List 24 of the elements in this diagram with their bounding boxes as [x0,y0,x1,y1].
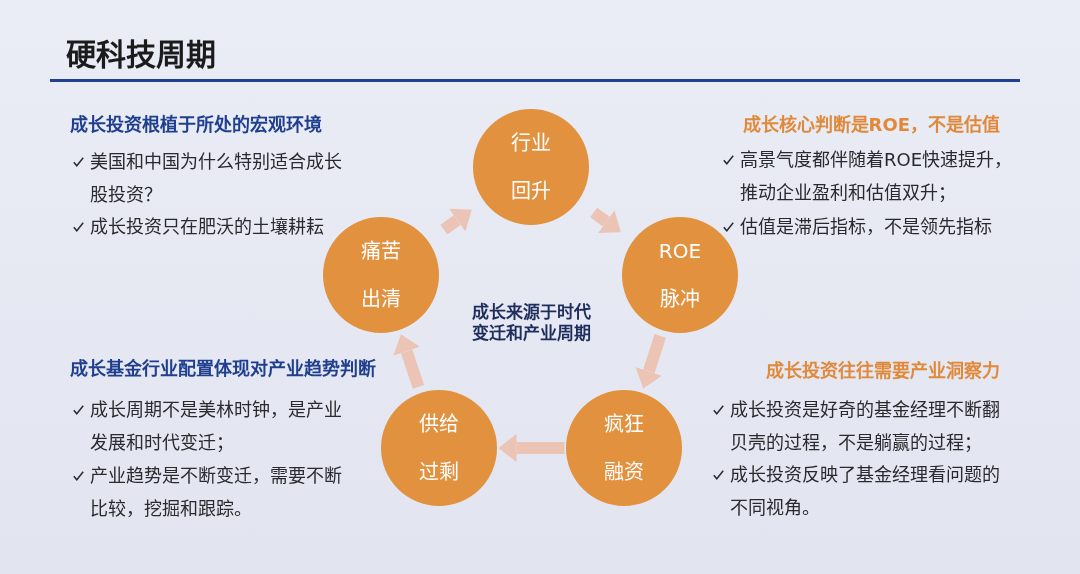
block-arrow [440,208,472,235]
section-heading: 成长投资根植于所处的宏观环境 [70,113,322,137]
bullet-text: 成长周期不是美林时钟，是产业发展和时代变迁； [90,397,343,455]
cycle-caption: 成长来源于时代变迁和产业周期 [470,302,592,344]
stage-label: ROE脉冲 [657,238,703,313]
bullet-text: 高景气度都伴随着ROE快速提升，推动企业盈利和估值双升； [740,147,1014,205]
section-heading: 成长基金行业配置体现对产业趋势判断 [70,357,376,381]
stage-label: 痛苦出清 [360,238,402,313]
block-arrow [498,434,565,462]
slide-title: 硬科技周期 [66,36,216,74]
section-heading: 成长核心判断是ROE，不是估值 [742,113,1000,137]
bullet-text: 产业趋势是不断变迁，需要不断比较，挖掘和跟踪。 [90,463,343,521]
bullet-text: 美国和中国为什么特别适合成长股投资？ [90,149,343,207]
bullet-text: 成长投资只在肥沃的土壤耕耘 [90,214,325,239]
stage-label: 疯狂融资 [603,411,645,486]
bullet-text: 成长投资是好奇的基金经理不断翻贝壳的过程，不是躺赢的过程； [730,397,1001,455]
block-arrow [590,207,621,233]
bullet-text: 估值是滞后指标，不是领先指标 [740,214,993,239]
section-heading: 成长投资往往需要产业洞察力 [766,359,1000,383]
bullet-text: 成长投资反映了基金经理看问题的不同视角。 [730,462,1001,520]
stage-label: 供给过剩 [418,411,460,486]
stage-label: 行业回升 [510,130,552,205]
block-arrow [635,334,666,389]
block-arrow [393,334,425,389]
